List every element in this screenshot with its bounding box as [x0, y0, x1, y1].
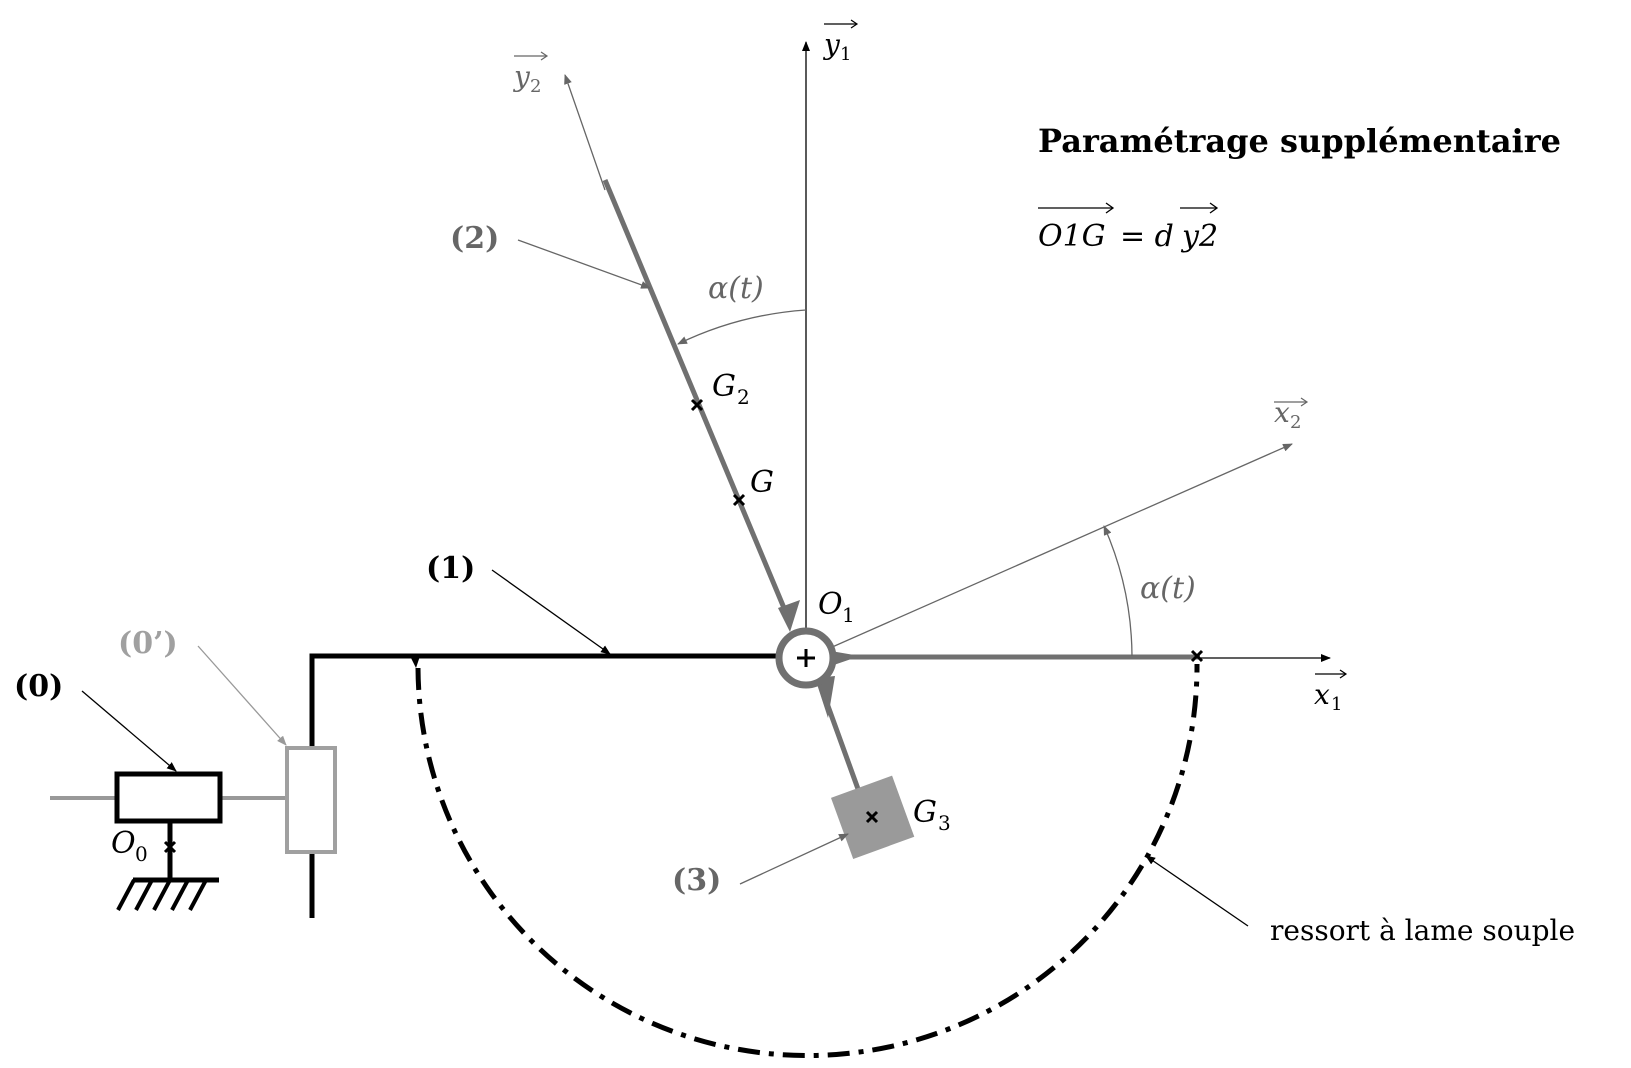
label-alpha-right: α(t) [1140, 571, 1196, 606]
relation-o1g: O1G = d y2 [1038, 202, 1219, 254]
svg-text:O1G: O1G [1038, 219, 1106, 254]
label-o1: O 1 [818, 587, 855, 627]
leader-part2 [517, 239, 651, 289]
svg-text:0: 0 [135, 842, 148, 866]
svg-text:x: x [1274, 396, 1290, 429]
svg-text:x: x [1314, 678, 1330, 711]
label-alpha-top: α(t) [708, 271, 764, 306]
point-g-marker [732, 493, 746, 507]
svg-text:= d: = d [1120, 219, 1174, 254]
label-part2: (2) [450, 221, 499, 256]
spring-end-marker [1190, 649, 1204, 663]
svg-text:2: 2 [737, 385, 750, 409]
label-g2: G 2 [712, 369, 750, 409]
part3-gusset [815, 676, 835, 718]
label-y1: y 1 [822, 19, 859, 65]
svg-text:1: 1 [840, 44, 851, 65]
svg-text:1: 1 [842, 603, 855, 627]
leader-part0p [197, 645, 287, 746]
flexible-spring [415, 663, 1200, 1058]
label-y2: y 2 [512, 51, 549, 97]
label-part0p: (0’) [118, 626, 178, 661]
svg-text:2: 2 [1290, 412, 1301, 433]
ground-hatching [116, 879, 208, 911]
svg-text:O: O [111, 826, 136, 861]
label-part3: (3) [672, 863, 721, 898]
title: Paramétrage supplémentaire [1038, 122, 1561, 160]
x2-axis [829, 443, 1293, 649]
svg-text:2: 2 [530, 76, 541, 97]
part2-gusset-top [778, 600, 800, 632]
point-g2-marker [690, 398, 704, 412]
svg-text:G: G [913, 795, 937, 830]
spring-attach-left [410, 656, 420, 668]
label-g3: G 3 [913, 795, 951, 835]
svg-text:y: y [512, 60, 531, 93]
part0p-slider [285, 746, 337, 854]
y2-axis [564, 74, 606, 191]
label-part0: (0) [14, 669, 63, 704]
svg-text:3: 3 [938, 811, 951, 835]
angle-arc-top [677, 309, 807, 345]
point-g3-marker [865, 810, 879, 824]
label-g: G [750, 465, 774, 500]
svg-text:O: O [818, 587, 843, 622]
label-spring: ressort à lame souple [1270, 914, 1575, 947]
svg-text:1: 1 [1331, 694, 1342, 715]
label-x2: x 2 [1274, 396, 1309, 433]
label-o0: O 0 [111, 826, 148, 866]
label-x1: x 1 [1314, 669, 1348, 715]
leader-part1 [491, 569, 611, 655]
part2-rod [602, 179, 792, 621]
leader-part3 [739, 833, 849, 885]
part0-block [114, 771, 223, 824]
leader-part0 [81, 690, 177, 772]
leader-spring [1145, 855, 1249, 927]
svg-text:G: G [712, 369, 736, 404]
label-part1: (1) [426, 551, 475, 586]
angle-arc-right [1103, 525, 1133, 657]
svg-text:y2: y2 [1180, 219, 1218, 254]
svg-text:y: y [822, 28, 841, 61]
